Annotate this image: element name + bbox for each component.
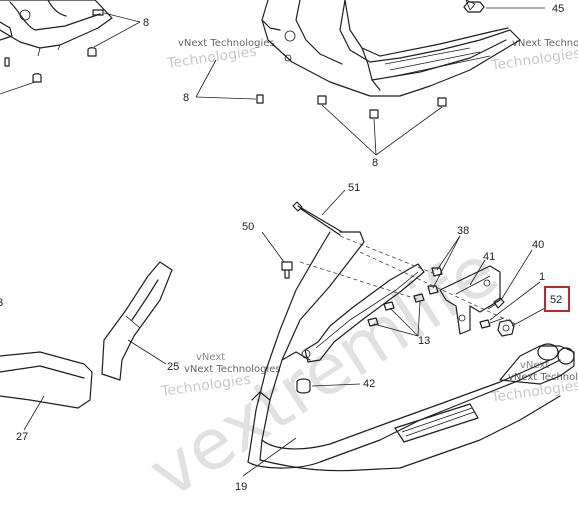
callout-3: 3 [0,297,3,309]
alignment-lines [299,235,521,327]
screw-50 [281,261,293,279]
callout-1: 1 [539,271,545,283]
watermark-short-right: vNext [520,360,549,371]
bolt-1 [479,317,505,329]
body-panel-assembly [261,0,521,97]
callout-13: 13 [418,335,430,347]
callout-50: 50 [242,221,254,233]
callout-8c: 8 [372,157,378,169]
support-plate [301,263,425,363]
clamp-42 [296,378,311,394]
callout-40: 40 [532,239,544,251]
callout-25: 25 [167,361,179,373]
bolt-51 [292,201,343,236]
watermark-short-mid: vNext [196,352,225,363]
top-left-bracket-assembly [0,0,113,57]
cover-25 [101,261,173,381]
callout-27: 27 [16,431,28,443]
leader-8a [103,12,141,23]
watermark-company-right: vNext Technologies [512,38,578,49]
panel-27 [0,351,93,409]
callout-19: 19 [235,481,247,493]
highlight-box-52[interactable] [544,286,570,312]
fastener-icon-8b [256,94,264,104]
fastener-icon-8a [4,9,104,83]
watermark-company-mid: vNext Technologies [184,364,281,375]
fastener-icon-45 [463,1,485,13]
nuts-13 [367,293,425,327]
callout-8b: 8 [183,92,189,104]
watermark-company-right-low: vNext Technologies [508,372,578,383]
fastener-icon-8c [317,95,447,119]
nut-52[interactable] [497,319,515,337]
callout-45: 45 [552,3,564,15]
callout-51: 51 [348,182,360,194]
bracket-41 [439,265,501,335]
watermark-company-top: vNext Technologies [178,38,275,49]
bolt-40 [487,297,505,310]
callout-52[interactable]: 52 [550,294,562,306]
callout-8a: 8 [143,17,149,29]
callout-41: 41 [483,251,495,263]
callout-38: 38 [457,225,469,237]
callout-42: 42 [363,378,375,390]
